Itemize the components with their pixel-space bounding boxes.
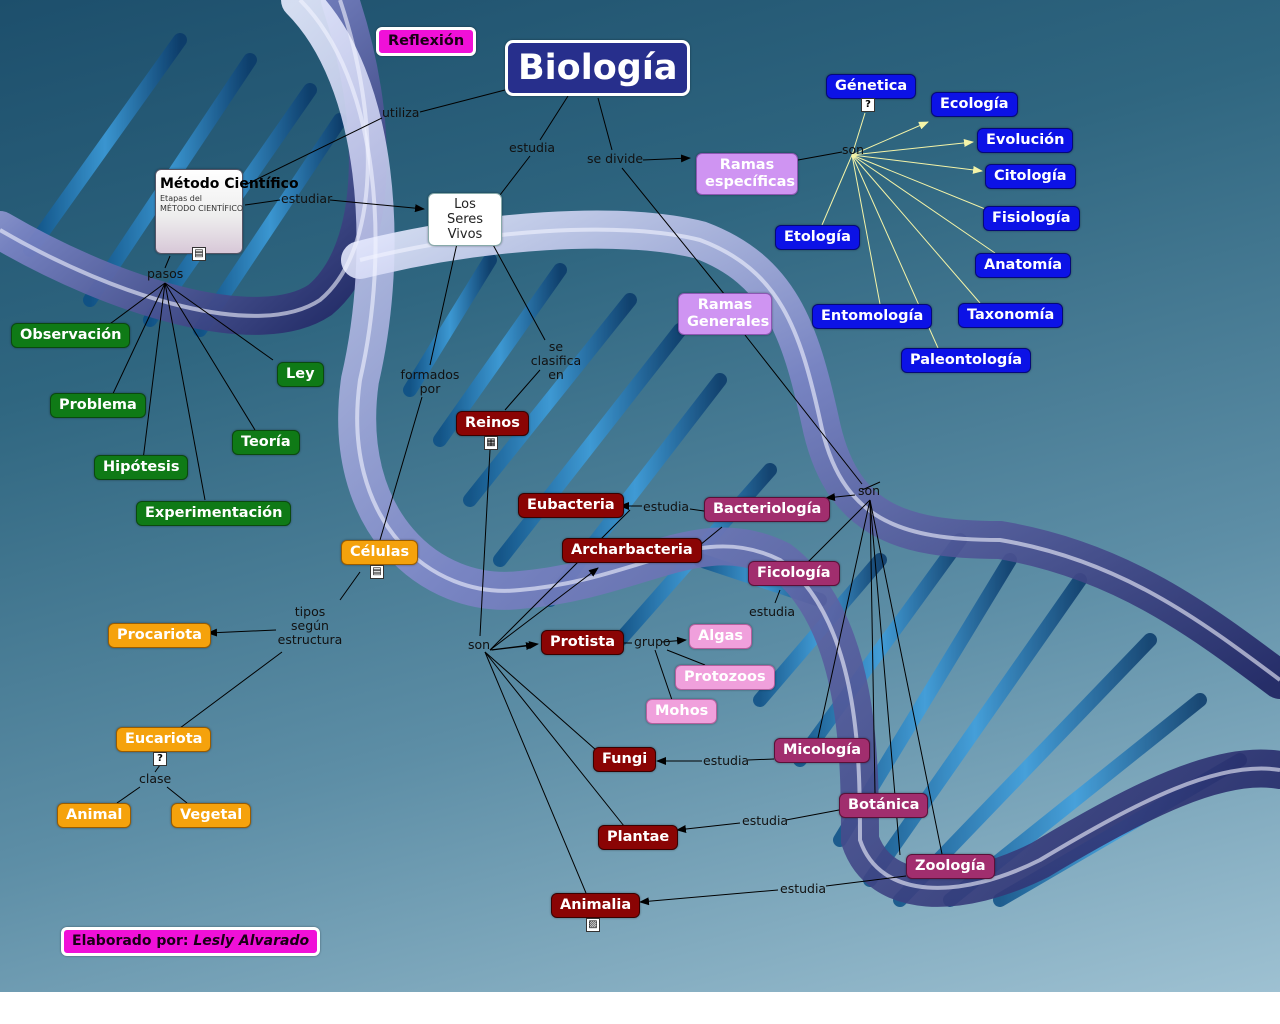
question-doc-icon[interactable]: ? — [153, 752, 167, 766]
grupo-mohos[interactable]: Mohos — [646, 699, 718, 724]
rama-genetica[interactable]: Génetica — [826, 74, 917, 99]
concept-map-canvas: Biología Reflexión Método Científico Eta… — [0, 0, 1280, 992]
clase-animal[interactable]: Animal — [57, 803, 132, 828]
reinos-node[interactable]: Reinos — [456, 411, 529, 436]
link-clase: clase — [139, 771, 172, 786]
rama-bacteriologia[interactable]: Bacteriología — [704, 497, 831, 522]
rama-entomologia[interactable]: Entomología — [812, 304, 933, 329]
link-estudia-zoologia: estudia — [780, 881, 827, 896]
footer-label: Elaborado por: — [72, 933, 189, 949]
reino-eubacteria[interactable]: Eubacteria — [518, 493, 624, 518]
rama-citologia[interactable]: Citología — [985, 164, 1076, 189]
grupo-algas[interactable]: Algas — [689, 624, 752, 649]
rama-evolucion[interactable]: Evolución — [977, 128, 1074, 153]
seres-vivos-node[interactable]: Los Seres Vivos — [428, 193, 502, 246]
grupo-protozoos[interactable]: Protozoos — [675, 665, 775, 690]
link-estudiar: estudiar — [281, 191, 333, 206]
link-estudia-botanica: estudia — [742, 813, 789, 828]
rama-taxonomia[interactable]: Taxonomía — [958, 303, 1064, 328]
link-son-generales: son — [858, 483, 881, 498]
link-formados-por: formados por — [400, 367, 460, 396]
video-icon[interactable]: ▦ — [484, 436, 498, 450]
paso-observacion[interactable]: Observación — [11, 323, 131, 348]
rama-botanica[interactable]: Botánica — [839, 793, 929, 818]
reflexion-node[interactable]: Reflexión — [376, 27, 477, 56]
link-pasos: pasos — [147, 266, 184, 281]
link-estudia-ficologia: estudia — [749, 604, 796, 619]
connector-lines — [94, 89, 1001, 906]
rama-ficologia[interactable]: Ficología — [748, 561, 840, 586]
reino-archarbacteria[interactable]: Archarbacteria — [562, 538, 702, 563]
celula-procariota[interactable]: Procariota — [108, 623, 211, 648]
author-footer: Elaborado por: Lesly Alvarado — [61, 927, 320, 956]
footer-author: Lesly Alvarado — [193, 933, 310, 949]
rama-micologia[interactable]: Micología — [774, 738, 871, 763]
rama-fisiologia[interactable]: Fisiología — [983, 206, 1080, 231]
question-doc-icon[interactable]: ? — [861, 98, 875, 112]
title-node[interactable]: Biología — [505, 40, 691, 96]
clase-vegetal[interactable]: Vegetal — [171, 803, 252, 828]
paso-teoria[interactable]: Teoría — [232, 430, 300, 455]
paso-ley[interactable]: Ley — [277, 362, 324, 387]
rama-paleontologia[interactable]: Paleontología — [901, 348, 1032, 373]
rama-anatomia[interactable]: Anatomía — [975, 253, 1072, 278]
metodo-cientifico-node[interactable]: Método Científico Etapas del MÉTODO CIEN… — [155, 169, 299, 254]
metodo-cientifico-title: Método Científico — [160, 176, 299, 192]
link-se-clasifica: se clasifica en — [530, 339, 582, 382]
metodo-image-caption-1: Etapas del — [160, 194, 203, 203]
link-estudia-bacteriologia: estudia — [643, 499, 690, 514]
link-grupo: grupo — [634, 634, 671, 649]
link-tipos: tipos según estructura — [277, 604, 343, 647]
link-utiliza: utiliza — [382, 105, 420, 120]
rama-ecologia[interactable]: Ecología — [931, 92, 1018, 117]
paso-experimentacion[interactable]: Experimentación — [136, 501, 292, 526]
link-son-reinos: son — [468, 637, 491, 652]
image-icon[interactable]: ▨ — [586, 918, 600, 932]
reino-animalia[interactable]: Animalia — [551, 893, 641, 918]
metodo-image-caption-2: MÉTODO CIENTÍFICO — [160, 204, 244, 213]
reino-plantae[interactable]: Plantae — [598, 825, 679, 850]
paso-hipotesis[interactable]: Hipótesis — [94, 455, 189, 480]
rama-zoologia[interactable]: Zoología — [906, 854, 995, 879]
ramas-generales-node[interactable]: Ramas Generales — [678, 293, 772, 335]
celula-eucariota[interactable]: Eucariota — [116, 727, 212, 752]
link-son-especificas: son — [842, 142, 865, 157]
ramas-especificas-node[interactable]: Ramas específicas — [696, 153, 798, 195]
link-estudia-micologia: estudia — [703, 753, 750, 768]
link-se-divide: se divide — [587, 151, 644, 166]
link-estudia: estudia — [509, 140, 556, 155]
celulas-node[interactable]: Células — [341, 540, 419, 565]
reino-fungi[interactable]: Fungi — [593, 747, 657, 772]
rama-etologia[interactable]: Etología — [775, 225, 860, 250]
paso-problema[interactable]: Problema — [50, 393, 146, 418]
reino-protista[interactable]: Protista — [541, 630, 624, 655]
document-icon[interactable]: ▤ — [370, 565, 384, 579]
document-icon[interactable]: ▤ — [192, 247, 206, 261]
